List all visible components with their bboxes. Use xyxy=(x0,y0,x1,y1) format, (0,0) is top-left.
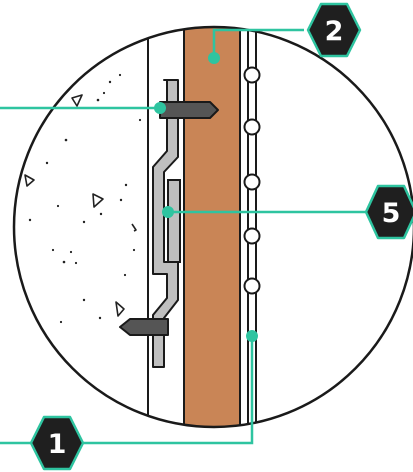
callout-label-5: 5 xyxy=(382,198,401,229)
callout-badge-1: 1 xyxy=(29,415,85,471)
hexagon-icon xyxy=(306,2,362,58)
callout-label-2: 2 xyxy=(325,16,344,47)
leader-dot xyxy=(154,102,166,114)
rail-beads xyxy=(243,66,261,295)
anchor-bolt-bottom xyxy=(119,318,169,336)
rail-bead xyxy=(243,227,261,245)
rail-bead xyxy=(243,277,261,295)
magnifier-outline xyxy=(12,25,413,429)
callout-label-1: 1 xyxy=(48,429,67,460)
rail-bead xyxy=(243,173,261,191)
metal-bracket xyxy=(152,79,179,368)
rail-bead xyxy=(243,66,261,84)
hexagon-icon xyxy=(364,184,413,240)
callout-badge-2: 2 xyxy=(306,2,362,58)
leader-dot xyxy=(208,52,220,64)
anchor-bolt-top xyxy=(159,101,219,119)
metal-bracket-inner xyxy=(167,179,181,263)
leader-dots xyxy=(154,52,258,342)
leader-dot xyxy=(246,330,258,342)
leader-line-2 xyxy=(212,28,304,58)
concrete-texture xyxy=(28,73,142,324)
rail-bead xyxy=(243,118,261,136)
leader-line-1 xyxy=(80,336,254,445)
hexagon-icon xyxy=(29,415,85,471)
wood-panel xyxy=(183,27,241,427)
leader-dot xyxy=(162,206,174,218)
concrete-aggregate xyxy=(24,94,137,317)
leader-lines xyxy=(0,28,372,445)
callout-badge-5: 5 xyxy=(364,184,413,240)
